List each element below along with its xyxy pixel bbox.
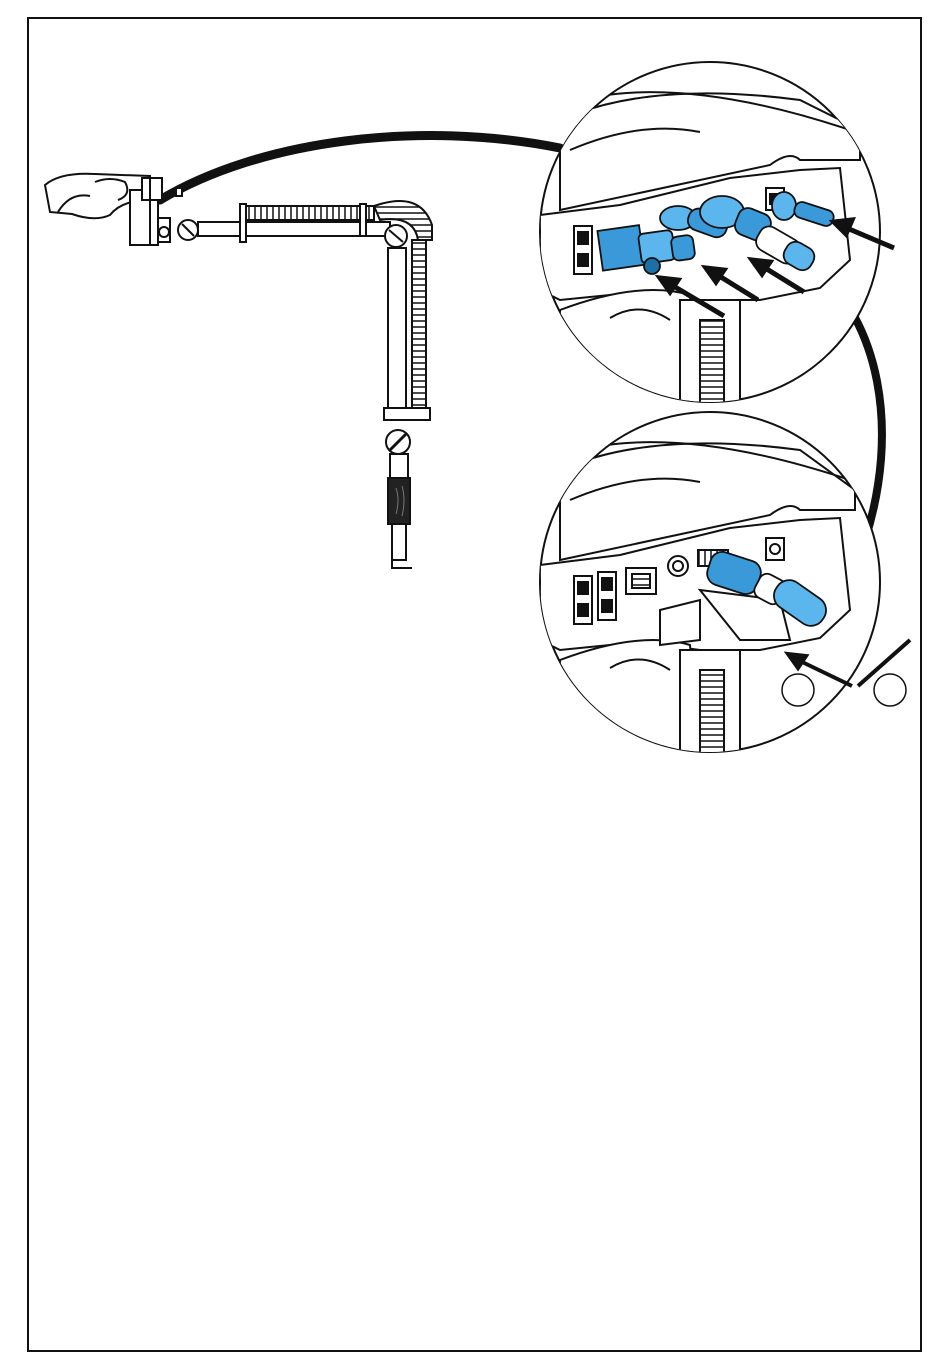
cable-icon (160, 136, 560, 200)
callout-circle-a (782, 674, 814, 706)
connector-panel-detail-top (540, 62, 894, 420)
device-head-icon (45, 174, 182, 245)
callout-circle-b (874, 674, 906, 706)
mounting-arm-icon (178, 201, 432, 568)
connector-panel-detail-bottom (540, 412, 910, 770)
